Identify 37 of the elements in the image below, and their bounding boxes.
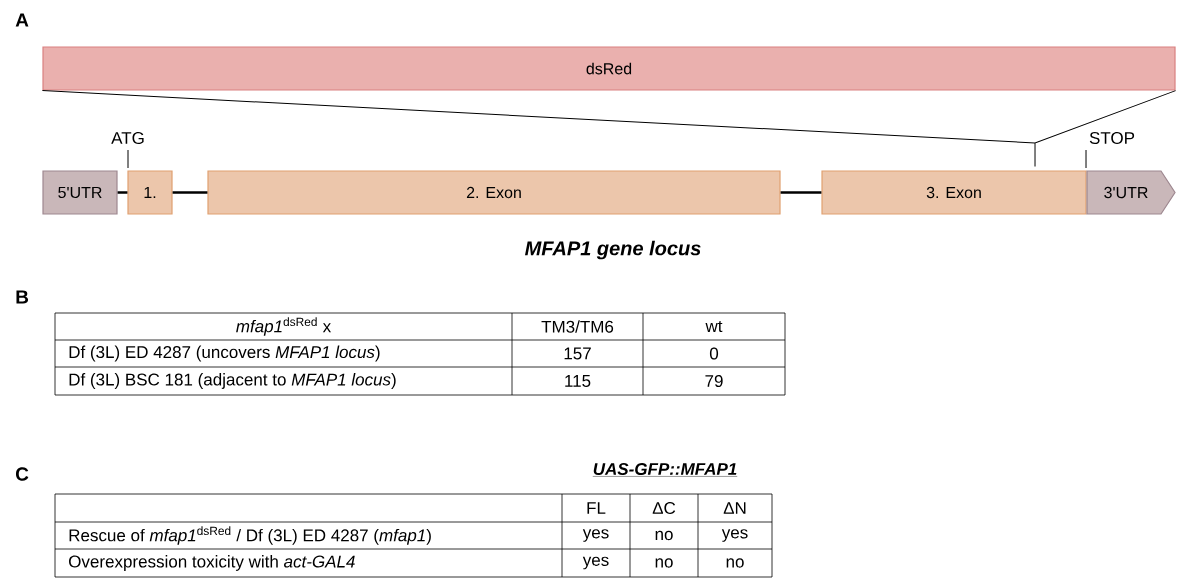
table-cell: 0 bbox=[709, 347, 719, 360]
table-cell: ΔC bbox=[652, 502, 676, 515]
table-cell: FL bbox=[587, 502, 606, 514]
utr-arrow-box: 3'UTR bbox=[1086, 170, 1176, 215]
intron-line bbox=[780, 191, 822, 194]
table-cell: yes bbox=[582, 556, 609, 570]
insertion-lines bbox=[41, 90, 1177, 167]
table-cell: 115 bbox=[565, 375, 591, 387]
utr-box: 5'UTR bbox=[42, 170, 118, 215]
intron-line bbox=[172, 191, 208, 194]
site-label: STOP bbox=[1089, 132, 1135, 145]
site-label: ATG bbox=[111, 132, 144, 145]
exon-box: 1. bbox=[127, 170, 173, 215]
table-cell: TM3/TM6 bbox=[541, 320, 614, 333]
table-cell: no bbox=[655, 530, 673, 541]
table-cell: mfap1$^{dsRed}$ x bbox=[236, 317, 331, 336]
column-group-header: UAS-GFP::MFAP1 bbox=[592, 463, 738, 477]
table-cell: Rescue of mfap1$^{dsRed}$ / Df (3L) ED 4287 (mfap1) bbox=[69, 526, 431, 545]
insert-box: dsRed bbox=[42, 46, 1176, 91]
table-cell: no bbox=[655, 558, 673, 568]
table-cell: Overexpression toxicity with act-GAL4 bbox=[69, 555, 355, 571]
table-cell: Df (3L) ED 4287 (uncovers MFAP1 locus) bbox=[69, 345, 380, 362]
table-cell: ΔN bbox=[723, 502, 746, 514]
table-cell: yes bbox=[582, 529, 609, 542]
exon-box: 3. Exon bbox=[821, 170, 1087, 215]
table-cell: 79 bbox=[705, 375, 723, 388]
panel-letter: C bbox=[16, 467, 29, 481]
caption: MFAP1 gene locus bbox=[525, 240, 701, 260]
table-cell: Df (3L) BSC 181 (adjacent to MFAP1 locus) bbox=[69, 373, 396, 389]
table-cell: no bbox=[726, 558, 744, 568]
exon-box: 2. Exon bbox=[207, 170, 781, 215]
intron-line bbox=[117, 191, 128, 194]
table-cell: wt bbox=[705, 320, 723, 333]
panel-letter: A bbox=[15, 13, 29, 27]
table-cell: yes bbox=[721, 529, 748, 542]
panel-letter: B bbox=[16, 290, 29, 304]
table-cell: 157 bbox=[564, 347, 591, 360]
